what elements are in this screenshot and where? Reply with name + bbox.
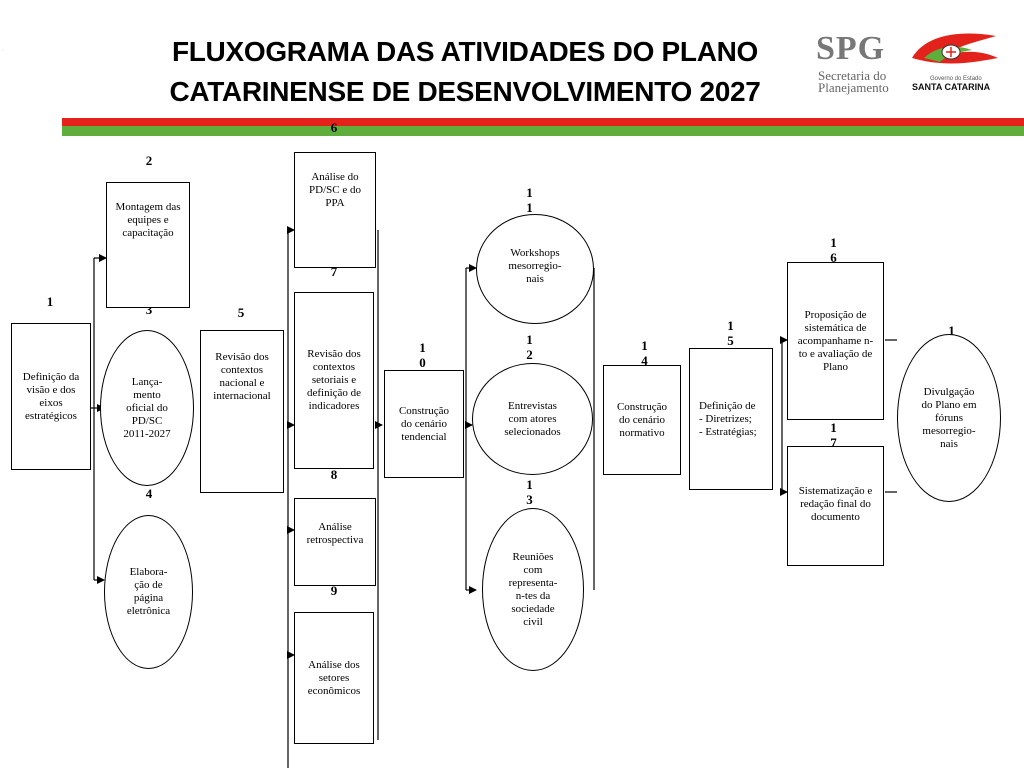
logo-governo-text: Governo do Estado <box>930 76 982 82</box>
node-analise-setores: Análise dos setores econômicos <box>294 612 374 744</box>
step-number-16: 16 <box>830 235 837 265</box>
step-number-9: 9 <box>330 583 338 598</box>
node-label: Proposição de sistemática de acompanhame… <box>797 308 874 373</box>
corner-mark: · <box>2 48 4 54</box>
node-label: Revisão dos contextos setoriais e defini… <box>306 348 362 412</box>
node-label: Definição da visão e dos eixos estratégi… <box>22 370 80 422</box>
node-acompanhamento: Proposição de sistemática de acompanhame… <box>787 262 884 420</box>
node-label: Construção do cenário normativo <box>616 400 668 439</box>
step-number-7: 7 <box>330 264 338 279</box>
node-reunioes: Reuniões com representa-n-tes da socieda… <box>482 508 584 671</box>
node-pagina-eletronica: Elabora-ção de página eletrônica <box>104 515 193 669</box>
step-number-3: 3 <box>145 302 153 317</box>
node-label: Divulgação do Plano em fóruns mesorregio… <box>921 385 977 450</box>
page-title: FLUXOGRAMA DAS ATIVIDADES DO PLANO CATAR… <box>169 36 761 107</box>
node-label: Revisão dos contextos nacional e interna… <box>213 351 271 402</box>
logo-spg-text: SPG <box>816 30 886 67</box>
santa-catarina-flag-icon <box>912 33 998 64</box>
step-number-11: 11 <box>526 185 533 215</box>
header-red-bar <box>62 118 1024 126</box>
step-number-2: 2 <box>145 153 153 168</box>
step-number-10: 10 <box>419 340 426 370</box>
node-workshops: Workshops mesorregio-nais <box>476 214 594 324</box>
step-number-13: 13 <box>526 477 533 507</box>
node-sistematizacao: Sistematização e redação final do docume… <box>787 446 884 566</box>
node-label: Reuniões com representa-n-tes da socieda… <box>508 550 558 628</box>
step-number-14: 14 <box>641 338 648 368</box>
step-number-4: 4 <box>145 486 153 501</box>
node-lancamento-oficial: Lança-mento oficial do PD/SC 2011-2027 <box>100 330 194 486</box>
step-number-15: 15 <box>727 318 734 348</box>
step-number-5: 5 <box>237 305 245 320</box>
node-revisao-contextos-setoriais: Revisão dos contextos setoriais e defini… <box>294 292 374 469</box>
node-definicao-visao: Definição da visão e dos eixos estratégi… <box>11 323 91 470</box>
node-label: Definição de - Diretrizes; - Estratégias… <box>699 399 757 438</box>
node-label: Entrevistas com atores selecionados <box>504 399 561 438</box>
node-label: Lança-mento oficial do PD/SC 2011-2027 <box>123 375 171 440</box>
step-number-6: 6 <box>330 120 338 135</box>
step-number-8: 8 <box>330 467 338 482</box>
logo-estado-text: SANTA CATARINA <box>912 82 991 92</box>
node-label: Análise retrospectiva <box>306 521 364 546</box>
step-number-17: 17 <box>830 420 837 450</box>
node-label: Montagem das equipes e capacitação <box>115 201 181 239</box>
node-cenario-tendencial: Construção do cenário tendencial <box>384 370 464 478</box>
node-label: Workshops mesorregio-nais <box>508 247 562 285</box>
logo-secretaria-text: Secretaria do Planejamento <box>818 68 889 95</box>
node-analise-pdsc-ppa: Análise do PD/SC e do PPA <box>294 152 376 268</box>
node-label: Elabora-ção de página eletrônica <box>126 566 171 617</box>
step-number-12: 12 <box>526 332 533 362</box>
node-analise-retrospectiva: Análise retrospectiva <box>294 498 376 586</box>
node-label: Construção do cenário tendencial <box>398 404 450 443</box>
node-divulgacao: Divulgação do Plano em fóruns mesorregio… <box>897 334 1001 502</box>
step-number-1: 1 <box>46 294 54 309</box>
node-label: Análise do PD/SC e do PPA <box>309 171 361 209</box>
node-montagem-equipes: Montagem das equipes e capacitação <box>106 182 190 308</box>
header-green-bar <box>62 126 1024 136</box>
spg-logo: SPG Secretaria do Planejamento Governo d… <box>812 28 1008 102</box>
node-label: Análise dos setores econômicos <box>307 658 361 697</box>
node-cenario-normativo: Construção do cenário normativo <box>603 365 681 475</box>
node-diretrizes-estrategias: Definição de - Diretrizes; - Estratégias… <box>689 348 773 490</box>
node-entrevistas: Entrevistas com atores selecionados <box>472 363 593 475</box>
node-revisao-contextos-nacional: Revisão dos contextos nacional e interna… <box>200 330 284 493</box>
node-label: Sistematização e redação final do docume… <box>798 485 873 523</box>
